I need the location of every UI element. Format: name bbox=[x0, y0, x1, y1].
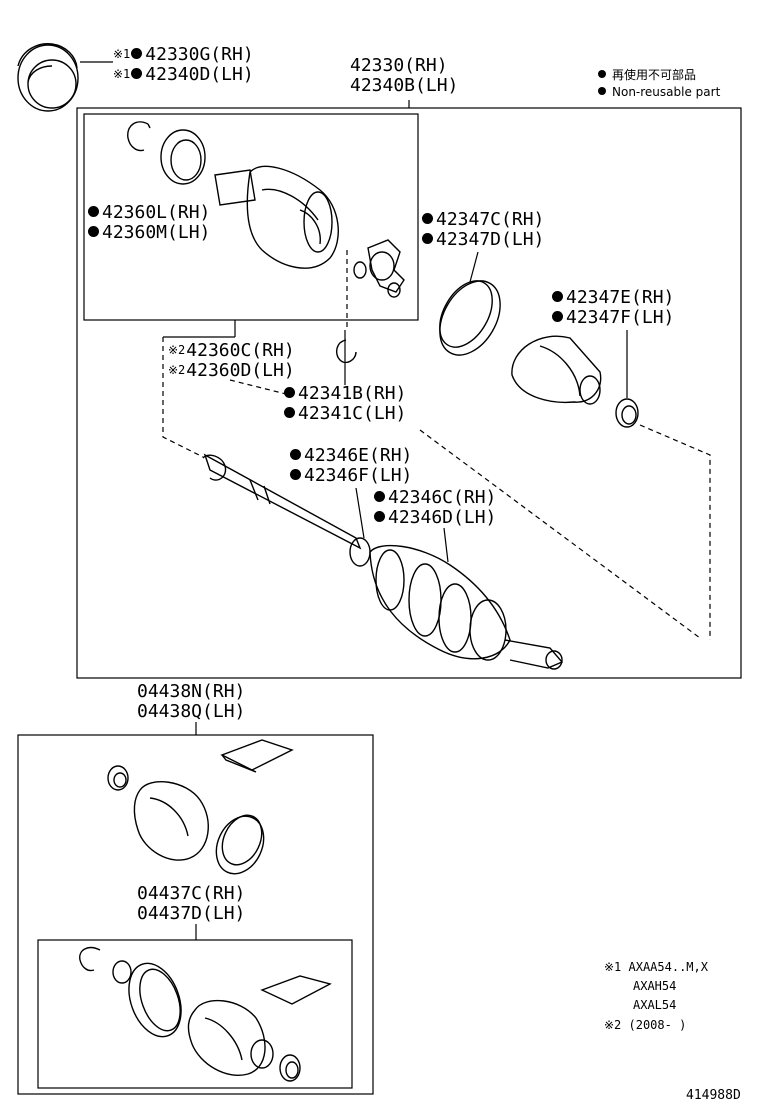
label-04437c[interactable]: 04437C(RH) bbox=[137, 883, 246, 904]
diagram-id: 414988D bbox=[686, 1088, 741, 1103]
non-reusable-dot-icon bbox=[284, 407, 295, 418]
seal-ring-42330g bbox=[17, 43, 79, 112]
label-42330[interactable]: 42330(RH) bbox=[350, 55, 448, 76]
non-reusable-dot-icon bbox=[284, 387, 295, 398]
boot-clamps-and-boots bbox=[335, 280, 639, 428]
label-42360c[interactable]: ※242360C(RH) bbox=[168, 340, 295, 361]
label-42346e[interactable]: 42346E(RH) bbox=[290, 446, 412, 466]
label-42347f[interactable]: 42347F(LH) bbox=[552, 308, 674, 328]
inner-joint-parts bbox=[127, 121, 405, 298]
label-42360l[interactable]: 42360L(RH) bbox=[88, 203, 210, 223]
label-42347d[interactable]: 42347D(LH) bbox=[422, 230, 544, 250]
label-42360m[interactable]: 42360M(LH) bbox=[88, 223, 210, 243]
label-42360d[interactable]: ※242360D(LH) bbox=[168, 360, 295, 381]
inner-joint-frame bbox=[83, 113, 419, 321]
label-42347c[interactable]: 42347C(RH) bbox=[422, 210, 544, 230]
label-04437d[interactable]: 04437D(LH) bbox=[137, 903, 246, 924]
non-reusable-dot-icon bbox=[88, 206, 99, 217]
label-42346d[interactable]: 42346D(LH) bbox=[374, 508, 496, 528]
non-reusable-dot-icon bbox=[290, 449, 301, 460]
non-reusable-dot-icon bbox=[422, 213, 433, 224]
note-4: ※2 (2008- ) bbox=[604, 1018, 687, 1032]
note-2: AXAH54 bbox=[633, 979, 677, 993]
drive-shaft-assembly bbox=[202, 453, 564, 670]
legend-jp: 再使用不可部品 bbox=[598, 67, 696, 83]
label-04438n[interactable]: 04438N(RH) bbox=[137, 681, 246, 702]
non-reusable-dot-icon bbox=[598, 70, 606, 78]
label-42346c[interactable]: 42346C(RH) bbox=[374, 488, 496, 508]
kit-04437-frame bbox=[37, 939, 353, 1089]
non-reusable-dot-icon bbox=[131, 68, 143, 79]
kit-04438-contents bbox=[107, 739, 294, 875]
label-42341c[interactable]: 42341C(LH) bbox=[284, 404, 406, 424]
non-reusable-dot-icon bbox=[552, 291, 563, 302]
non-reusable-dot-icon bbox=[88, 226, 99, 237]
label-04438q[interactable]: 04438Q(LH) bbox=[137, 701, 246, 722]
label-42340b[interactable]: 42340B(LH) bbox=[350, 75, 459, 96]
kit-04437-contents bbox=[79, 946, 332, 1082]
non-reusable-dot-icon bbox=[290, 469, 301, 480]
note-1: ※1 AXAA54..M,X bbox=[604, 960, 708, 974]
non-reusable-dot-icon bbox=[374, 511, 385, 522]
non-reusable-dot-icon bbox=[422, 233, 433, 244]
legend-en: Non-reusable part bbox=[598, 84, 720, 100]
label-42347e[interactable]: 42347E(RH) bbox=[552, 288, 674, 308]
label-42346f[interactable]: 42346F(LH) bbox=[290, 466, 412, 486]
non-reusable-dot-icon bbox=[131, 48, 143, 59]
label-42341b[interactable]: 42341B(RH) bbox=[284, 384, 406, 404]
non-reusable-dot-icon bbox=[598, 87, 606, 95]
non-reusable-dot-icon bbox=[552, 311, 563, 322]
note-3: AXAL54 bbox=[633, 998, 677, 1012]
non-reusable-dot-icon bbox=[374, 491, 385, 502]
